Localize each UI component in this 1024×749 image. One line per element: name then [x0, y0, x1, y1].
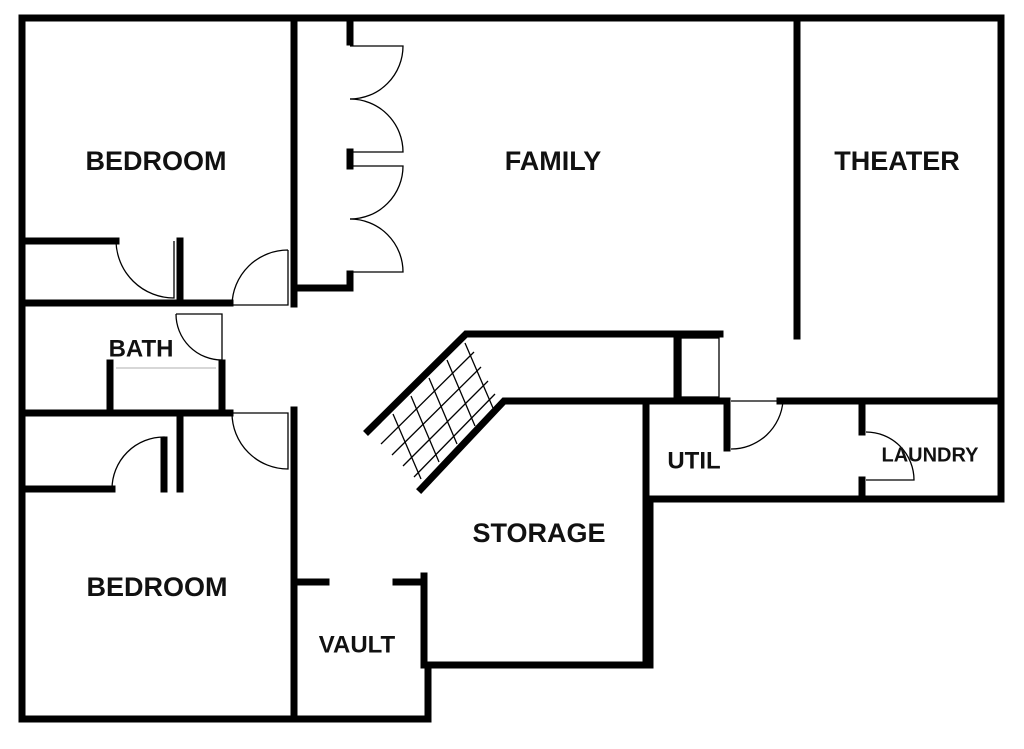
- door-closet-4: [349, 218, 404, 273]
- label-storage: STORAGE: [472, 518, 605, 548]
- label-bedroom-top: BEDROOM: [86, 146, 227, 176]
- door-bedroom-bottom: [231, 412, 289, 470]
- label-util: UTIL: [667, 447, 720, 474]
- label-bedroom-bottom: BEDROOM: [87, 572, 228, 602]
- label-vault: VAULT: [319, 631, 396, 658]
- label-theater: THEATER: [834, 146, 960, 176]
- label-bath: BATH: [109, 335, 174, 362]
- room-labels: BEDROOM FAMILY THEATER BATH UTIL LAUNDRY…: [86, 146, 980, 658]
- door-util: [730, 400, 784, 450]
- door-closet-1: [349, 45, 404, 100]
- doors: [111, 45, 915, 490]
- label-laundry: LAUNDRY: [881, 444, 979, 466]
- staircase: [380, 337, 720, 480]
- outer-wall: [18, 14, 1005, 723]
- door-bath: [175, 313, 223, 361]
- door-bedroom-top: [231, 249, 289, 306]
- door-closet-2: [349, 98, 404, 153]
- door-bedroom-bottom-closet: [111, 436, 165, 490]
- door-closet-3: [349, 165, 404, 220]
- label-family: FAMILY: [505, 146, 602, 176]
- door-bedroom-top-closet: [115, 240, 175, 299]
- door-laundry: [865, 431, 915, 481]
- wall-stair-upper: [363, 330, 724, 436]
- wall-stair-lower: [416, 397, 731, 494]
